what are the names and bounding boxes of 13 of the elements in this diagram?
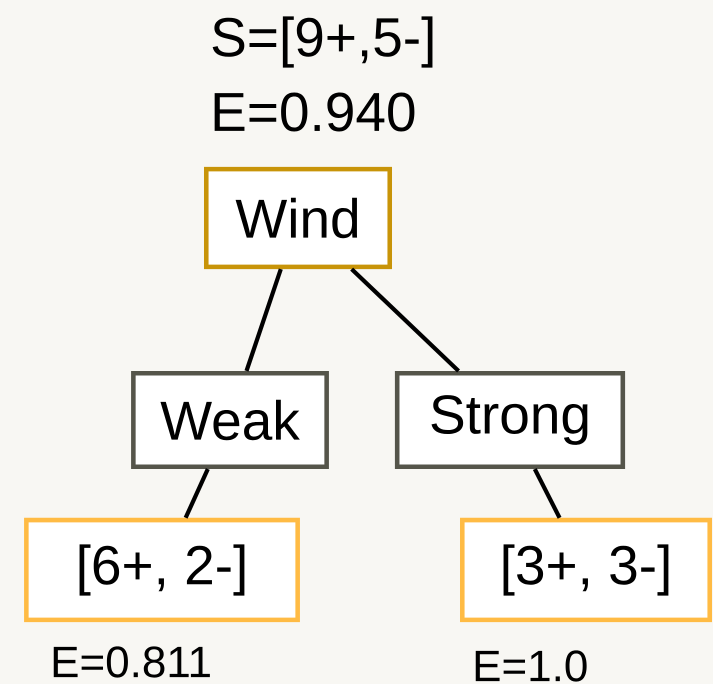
value-box: Weak [131, 370, 329, 470]
leaf-box: [6+, 2-] [24, 518, 300, 622]
annotation-text: S=[9+,5-] [212, 16, 432, 68]
leaf-box: [3+, 3-] [460, 518, 712, 622]
branch-line [184, 468, 210, 519]
branch-line [532, 468, 562, 519]
annotation-text: E=0.940 [214, 92, 414, 132]
branch-line [350, 268, 460, 372]
branch-line [244, 268, 283, 372]
annotation-text: E=0.811 [54, 646, 210, 678]
attribute-box: Wind [204, 166, 392, 270]
annotation-text: E=1.0 [476, 650, 587, 682]
value-box: Strong [394, 370, 626, 470]
